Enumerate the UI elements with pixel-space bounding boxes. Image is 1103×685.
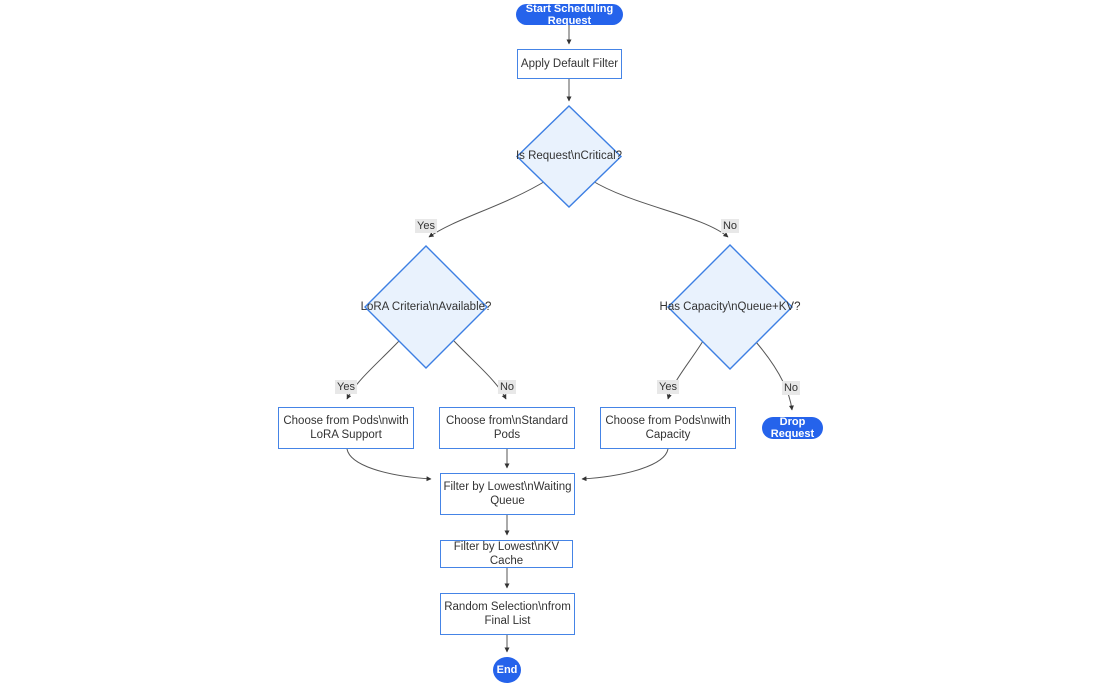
decision-is-request-critical-label: Is Request\nCritical?: [515, 150, 623, 162]
node-filter-waiting-queue: Filter by Lowest\nWaiting Queue: [440, 473, 575, 515]
edge-label-lora-yes: Yes: [335, 380, 357, 394]
edge-label-critical-yes: Yes: [415, 219, 437, 233]
edge-label-critical-no: No: [720, 219, 740, 233]
decision-lora-criteria-shape: [364, 245, 488, 369]
node-filter-kv-cache: Filter by Lowest\nKV Cache: [440, 540, 573, 568]
edge-label-capacity-no: No: [781, 381, 801, 395]
decision-has-capacity-label: Has Capacity\nQueue+KV?: [659, 301, 801, 313]
decision-has-capacity-shape: [667, 244, 793, 370]
node-end: End: [493, 657, 521, 683]
node-apply-default-filter: Apply Default Filter: [517, 49, 622, 79]
node-random-selection: Random Selection\nfrom Final List: [440, 593, 575, 635]
edges-group: [346, 25, 794, 653]
edge-capacity-pods-to-filter: [581, 448, 669, 482]
edge-critical-no: [590, 179, 729, 238]
edge-capacity-no: [755, 341, 794, 411]
node-start: Start Scheduling Request: [516, 3, 623, 27]
node-choose-pods-lora: Choose from Pods\nwith LoRA Support: [278, 407, 414, 449]
edge-lora-pods-to-filter: [346, 448, 432, 482]
edge-label-lora-no: No: [497, 380, 517, 394]
edge-label-capacity-yes: Yes: [657, 380, 679, 394]
node-drop-request: Drop Request: [762, 416, 823, 440]
node-choose-standard-pods: Choose from\nStandard Pods: [439, 407, 575, 449]
decision-lora-criteria-label: LoRA Criteria\nAvailable?: [360, 301, 492, 313]
node-choose-pods-capacity: Choose from Pods\nwith Capacity: [600, 407, 736, 449]
edge-critical-yes: [428, 179, 548, 238]
decision-is-request-critical-shape: [515, 105, 623, 208]
decision-shapes-group: [364, 105, 793, 370]
